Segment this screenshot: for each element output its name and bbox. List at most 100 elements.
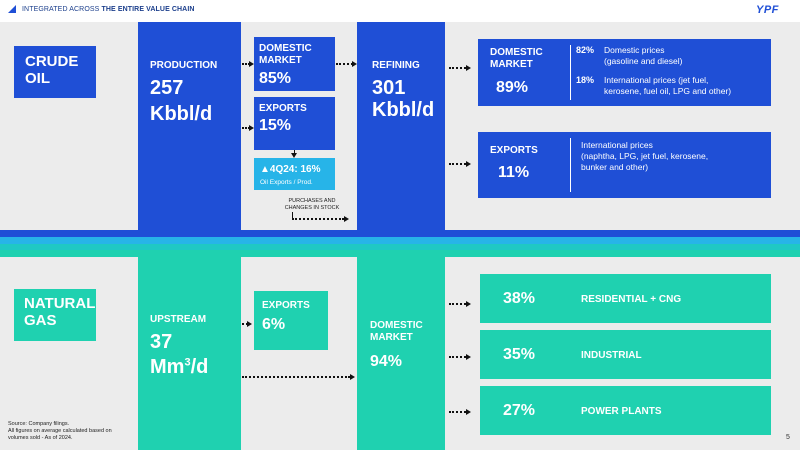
crude-title-line2: OIL — [25, 70, 50, 88]
top-bar — [0, 0, 800, 22]
refining-domestic-label: DOMESTIC MARKET — [490, 47, 543, 71]
domestic-market-value: 85% — [259, 70, 292, 87]
segment-pct: 35% — [503, 346, 536, 363]
gas-domestic-line2: MARKET — [370, 332, 413, 343]
arrow-line — [242, 376, 350, 378]
segment-residential: 38% RESIDENTIAL + CNG — [480, 274, 771, 323]
segment-name: INDUSTRIAL — [581, 350, 642, 361]
separator-teal — [0, 250, 800, 257]
arrow-line — [294, 150, 295, 154]
arrow-line — [336, 63, 353, 65]
separator-cyan — [0, 237, 800, 244]
exports-label: EXPORTS — [259, 103, 307, 114]
arrow-head — [291, 153, 297, 158]
upstream-value: 37 — [150, 331, 173, 353]
source-line1: Source: Company filings. — [8, 421, 70, 427]
ref-exports-line1: International prices — [581, 140, 653, 150]
domestic-market-label: DOMESTIC MARKET — [259, 43, 312, 67]
arrow-line — [242, 127, 250, 129]
divider — [570, 45, 571, 100]
segment-name: RESIDENTIAL + CNG — [581, 294, 682, 305]
crude-title-line1: CRUDE — [25, 53, 79, 70]
crude-oil-title: CRUDE OIL — [25, 53, 78, 88]
refining-value: 301 — [372, 77, 406, 99]
segment-pct: 38% — [503, 290, 536, 307]
arrow-line — [449, 411, 466, 413]
gas-domestic-line1: DOMESTIC — [370, 320, 423, 331]
refining-domestic-box: DOMESTIC MARKET 89% 82% Domestic prices … — [478, 39, 771, 106]
arrow-head — [466, 354, 471, 360]
source-line3: volumes sold - As of 2024. — [8, 434, 73, 441]
domestic-market-box: DOMESTIC MARKET 85% — [254, 37, 335, 91]
q4-value: ▲4Q24: 16% — [260, 164, 321, 175]
exports-value: 15% — [259, 117, 292, 134]
gas-domestic-value: 94% — [370, 353, 403, 370]
arrow-line — [292, 212, 293, 219]
triangle-icon — [8, 5, 16, 13]
q4-label: Oil Exports / Prod. — [260, 179, 313, 186]
source-note: Source: Company filings. All figures on … — [8, 421, 138, 442]
natural-gas-title: NATURAL GAS — [24, 295, 95, 330]
ref-exports-line2: (naphtha, LPG, jet fuel, kerosene, — [581, 151, 709, 162]
intl-price-line2: kerosene, fuel oil, LPG and other) — [604, 85, 732, 96]
upstream-unit-base: Mm — [150, 356, 185, 378]
gas-title-line1: NATURAL — [24, 295, 96, 312]
page-number: 5 — [786, 434, 790, 441]
arrow-head — [249, 61, 254, 67]
gas-exports-value: 6% — [262, 316, 286, 333]
arrow-head — [247, 321, 252, 327]
arrow-line — [242, 323, 248, 325]
arrow-head — [344, 216, 349, 222]
ref-domestic-line2: MARKET — [490, 59, 533, 70]
gas-domestic-column — [357, 257, 445, 450]
natural-gas-title-box: NATURAL GAS — [14, 289, 96, 341]
intl-price-pct: 18% — [576, 75, 595, 85]
ypf-logo: YPF — [756, 4, 779, 16]
header-prefix: INTEGRATED ACROSS — [22, 6, 102, 13]
arrow-head — [466, 409, 471, 415]
domestic-label-line2: MARKET — [259, 55, 302, 66]
ref-domestic-line1: DOMESTIC — [490, 47, 543, 58]
arrow-line — [242, 63, 250, 65]
divider — [570, 138, 571, 192]
domestic-price-desc: Domestic prices (gasoline and diesel) — [604, 45, 682, 66]
domestic-price-line2: (gasoline and diesel) — [604, 55, 683, 66]
purchases-label: PURCHASES AND CHANGES IN STOCK — [267, 198, 357, 212]
refining-exports-desc: International prices (naphtha, LPG, jet … — [581, 140, 708, 173]
gas-exports-label: EXPORTS — [262, 300, 310, 311]
production-column — [138, 22, 241, 230]
gas-domestic-label: DOMESTIC MARKET — [370, 320, 423, 344]
segment-name: POWER PLANTS — [581, 406, 662, 417]
arrow-head — [466, 65, 471, 71]
arrow-head — [352, 61, 357, 67]
refining-column — [357, 22, 445, 230]
domestic-price-pct: 82% — [576, 45, 595, 55]
arrow-head — [249, 125, 254, 131]
intl-price-line1: International prices (jet fuel, — [604, 75, 709, 85]
separator-blue — [0, 230, 800, 237]
purchases-line1: PURCHASES AND — [288, 198, 336, 204]
source-line2: All figures on average calculated based … — [8, 427, 112, 434]
upstream-unit-sup: 3 — [184, 356, 191, 369]
arrow-line — [449, 303, 466, 305]
arrow-line — [449, 163, 466, 165]
segment-power-plants: 27% POWER PLANTS — [480, 386, 771, 435]
segment-industrial: 35% INDUSTRIAL — [480, 330, 771, 379]
intl-price-desc: International prices (jet fuel, kerosene… — [604, 75, 731, 96]
q4-exports-box: ▲4Q24: 16% Oil Exports / Prod. — [254, 158, 335, 190]
gas-exports-box: EXPORTS 6% — [254, 291, 328, 350]
crude-oil-title-box: CRUDE OIL — [14, 46, 96, 98]
gas-title-line2: GAS — [24, 312, 57, 330]
upstream-column — [138, 257, 241, 450]
refining-exports-box: EXPORTS 11% International prices (naphth… — [478, 132, 771, 198]
ref-exports-line3: bunker and other) — [581, 162, 649, 173]
domestic-price-line1: Domestic prices — [604, 45, 665, 55]
segment-pct: 27% — [503, 402, 536, 419]
purchases-line2: CHANGES IN STOCK — [284, 205, 340, 212]
exports-box: EXPORTS 15% — [254, 97, 335, 150]
arrow-head — [466, 301, 471, 307]
refining-label: REFINING — [372, 60, 420, 71]
refining-exports-label: EXPORTS — [490, 145, 538, 156]
production-value: 257 — [150, 77, 184, 99]
refining-domestic-value: 89% — [496, 79, 529, 96]
